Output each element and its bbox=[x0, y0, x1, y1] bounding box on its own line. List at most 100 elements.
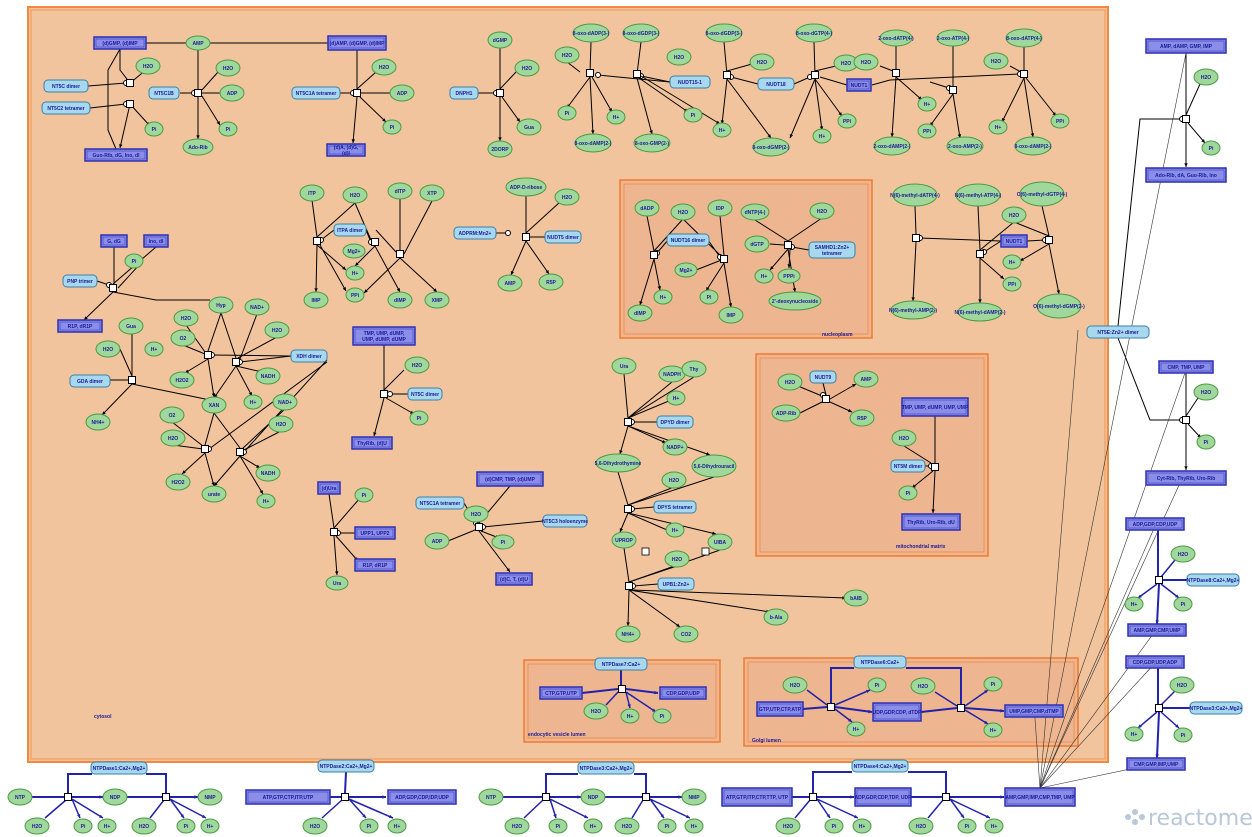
reaction-node[interactable] bbox=[1155, 576, 1163, 584]
molecule-mg2[interactable] bbox=[674, 262, 698, 278]
molecule-h2o_o[interactable] bbox=[264, 321, 290, 339]
reaction-node[interactable] bbox=[204, 351, 212, 359]
molecule-ntp2[interactable] bbox=[478, 788, 504, 806]
molecule-pi_f[interactable] bbox=[1201, 140, 1221, 156]
reaction-node[interactable] bbox=[811, 71, 819, 79]
molecule-hp_b6[interactable] bbox=[852, 818, 872, 834]
protein-nudt9[interactable] bbox=[809, 370, 837, 384]
protein-xdh[interactable] bbox=[290, 349, 328, 363]
reaction-node[interactable] bbox=[720, 255, 728, 263]
reaction-node[interactable] bbox=[201, 445, 209, 453]
protein-nudt18[interactable] bbox=[757, 77, 795, 91]
protein-ntpd6[interactable] bbox=[853, 655, 907, 669]
molecule-ndp[interactable] bbox=[102, 788, 128, 806]
molecule-adprib[interactable] bbox=[505, 177, 547, 197]
molecule-odadp[interactable] bbox=[572, 23, 610, 43]
molecule-hp_s[interactable] bbox=[1124, 596, 1144, 612]
molecule-pi_s[interactable] bbox=[1173, 727, 1193, 743]
molecule-h2o_b3[interactable] bbox=[302, 817, 328, 835]
molecule-oamp2[interactable] bbox=[946, 136, 984, 156]
reaction-node[interactable] bbox=[624, 418, 632, 426]
molecule-nh4_b[interactable] bbox=[615, 625, 641, 643]
molecule-hp_l[interactable] bbox=[1002, 254, 1022, 270]
molecule-pi_b[interactable] bbox=[218, 121, 238, 137]
complex-cytrib[interactable] bbox=[1145, 470, 1227, 486]
molecule-gua2[interactable] bbox=[118, 317, 144, 335]
reaction-node[interactable] bbox=[827, 703, 835, 711]
reaction-node[interactable] bbox=[1182, 416, 1190, 424]
molecule-h2o_r[interactable] bbox=[268, 415, 294, 433]
molecule-pi_r[interactable] bbox=[1173, 596, 1193, 612]
molecule-hp_h[interactable] bbox=[243, 394, 263, 410]
complex-gmp[interactable] bbox=[93, 36, 147, 50]
protein-nt5c1a2[interactable] bbox=[415, 496, 465, 510]
complex-r1p2[interactable] bbox=[354, 558, 396, 572]
molecule-oatp[interactable] bbox=[879, 29, 913, 47]
protein-dpys[interactable] bbox=[653, 500, 697, 514]
molecule-pi_i[interactable] bbox=[409, 410, 429, 426]
complex-atpset[interactable] bbox=[245, 789, 331, 805]
molecule-thy[interactable] bbox=[681, 360, 707, 378]
molecule-h2o_l[interactable] bbox=[1193, 383, 1219, 401]
molecule-r5p[interactable] bbox=[538, 273, 564, 291]
molecule-h2o_ae[interactable] bbox=[1170, 545, 1196, 563]
molecule-nmp2[interactable] bbox=[681, 788, 707, 806]
molecule-h2o_b6[interactable] bbox=[775, 817, 801, 835]
molecule-n6atp[interactable] bbox=[892, 183, 938, 207]
protein-nt5m[interactable] bbox=[890, 459, 926, 473]
molecule-2dorp[interactable] bbox=[487, 140, 513, 158]
molecule-hp_t[interactable] bbox=[1124, 726, 1144, 742]
molecule-h2o_af[interactable] bbox=[1169, 676, 1195, 694]
reaction-node[interactable] bbox=[912, 234, 920, 242]
molecule-hp_c[interactable] bbox=[812, 128, 832, 144]
reaction-node[interactable] bbox=[642, 793, 650, 801]
complex-dct[interactable] bbox=[495, 572, 533, 586]
molecule-h2o_aa[interactable] bbox=[891, 429, 917, 447]
molecule-o6gtp[interactable] bbox=[1019, 181, 1065, 207]
molecule-h2o_k[interactable] bbox=[1193, 68, 1219, 86]
molecule-h2o_y[interactable] bbox=[664, 550, 690, 568]
molecule-pi_d[interactable] bbox=[557, 105, 577, 121]
complex-adpset[interactable] bbox=[1125, 517, 1185, 531]
molecule-amp2[interactable] bbox=[497, 274, 523, 292]
molecule-hp_g[interactable] bbox=[144, 341, 164, 357]
reaction-node[interactable] bbox=[64, 793, 72, 801]
protein-upb1[interactable] bbox=[657, 577, 695, 591]
molecule-oamp[interactable] bbox=[873, 136, 911, 156]
complex-thyd[interactable] bbox=[351, 436, 393, 450]
molecule-h2o_e[interactable] bbox=[554, 46, 580, 64]
molecule-uiba[interactable] bbox=[707, 533, 733, 551]
reaction-node[interactable] bbox=[522, 233, 530, 241]
protein-nt5c2[interactable] bbox=[41, 101, 91, 115]
molecule-nh4_a[interactable] bbox=[85, 413, 111, 431]
molecule-ura[interactable] bbox=[325, 575, 349, 591]
reaction-node[interactable] bbox=[942, 793, 950, 801]
complex-r1p[interactable] bbox=[57, 319, 103, 333]
protein-adprm[interactable] bbox=[453, 226, 497, 240]
molecule-hp_e[interactable] bbox=[988, 119, 1008, 135]
reaction-node[interactable] bbox=[976, 250, 984, 258]
molecule-h2o_d[interactable] bbox=[514, 59, 540, 77]
complex-ampset2[interactable] bbox=[1127, 623, 1187, 637]
protein-nt5c1a[interactable] bbox=[291, 86, 341, 100]
reaction-node[interactable] bbox=[650, 251, 658, 259]
molecule-nadh_b[interactable] bbox=[255, 464, 281, 482]
reaction-node[interactable] bbox=[624, 505, 632, 513]
reaction-node[interactable] bbox=[892, 69, 900, 77]
molecule-nadh_a[interactable] bbox=[255, 367, 281, 385]
protein-ntpd3[interactable] bbox=[1189, 701, 1243, 715]
reaction-node[interactable] bbox=[128, 376, 136, 384]
protein-ntpd3b[interactable] bbox=[577, 761, 635, 775]
protein-ntpd4[interactable] bbox=[851, 759, 909, 773]
reaction-node[interactable] bbox=[1182, 115, 1190, 123]
molecule-pi_q[interactable] bbox=[983, 676, 1003, 692]
molecule-adp2[interactable] bbox=[389, 84, 415, 102]
complex-cmpset[interactable] bbox=[1126, 757, 1186, 771]
molecule-hp_k[interactable] bbox=[754, 268, 774, 284]
molecule-adorib[interactable] bbox=[182, 138, 214, 156]
molecule-h2o_p[interactable] bbox=[95, 340, 121, 358]
reaction-node[interactable] bbox=[475, 523, 483, 531]
molecule-o6gmp[interactable] bbox=[1036, 293, 1082, 319]
reaction-node[interactable] bbox=[949, 86, 957, 94]
reaction-node[interactable] bbox=[625, 582, 633, 590]
